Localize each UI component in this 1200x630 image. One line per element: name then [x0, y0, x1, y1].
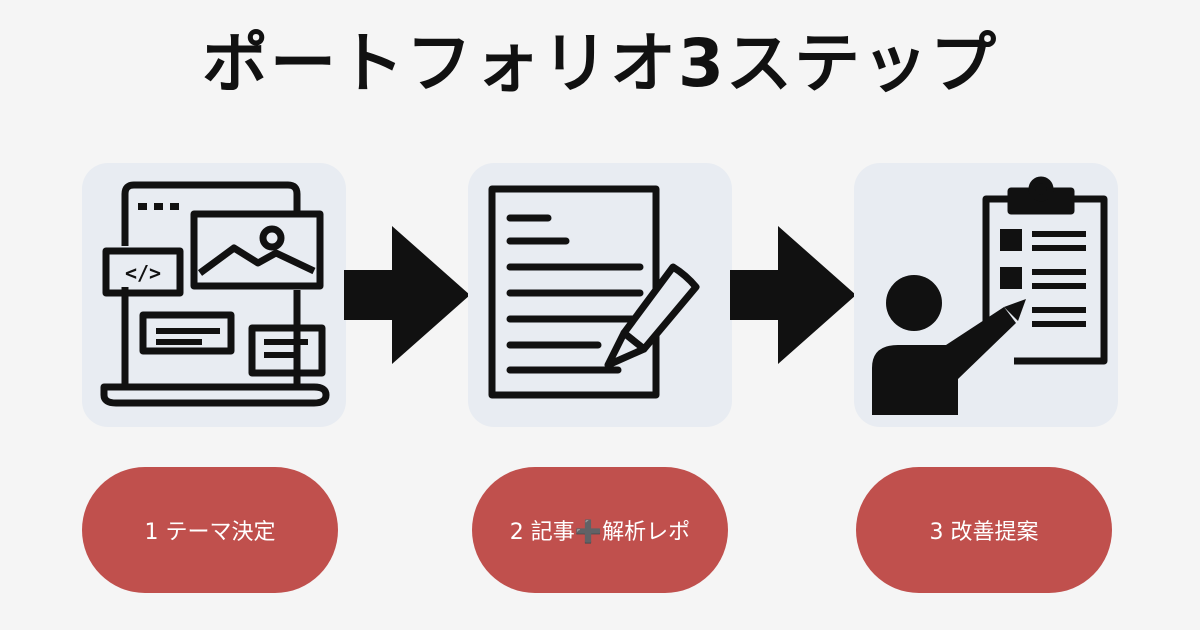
step-3-label: 3 改善提案: [856, 467, 1112, 593]
arrow-right-icon: [344, 226, 470, 364]
arrow-right-icon: [730, 226, 856, 364]
presenter-clipboard-icon: [872, 176, 1108, 415]
document-pen-icon: [488, 185, 700, 399]
svg-text:</>: </>: [125, 261, 161, 285]
step-2-label: 2 記事➕解析レポ: [472, 467, 728, 593]
step-1-label: 1 テーマ決定: [82, 467, 338, 593]
page-title: ポートフォリオ3ステップ: [202, 25, 998, 102]
step-2-card: [468, 163, 732, 427]
web-design-icon: </>: [100, 181, 330, 407]
step-1-card: </>: [82, 163, 346, 427]
step-3-card: [854, 163, 1118, 427]
